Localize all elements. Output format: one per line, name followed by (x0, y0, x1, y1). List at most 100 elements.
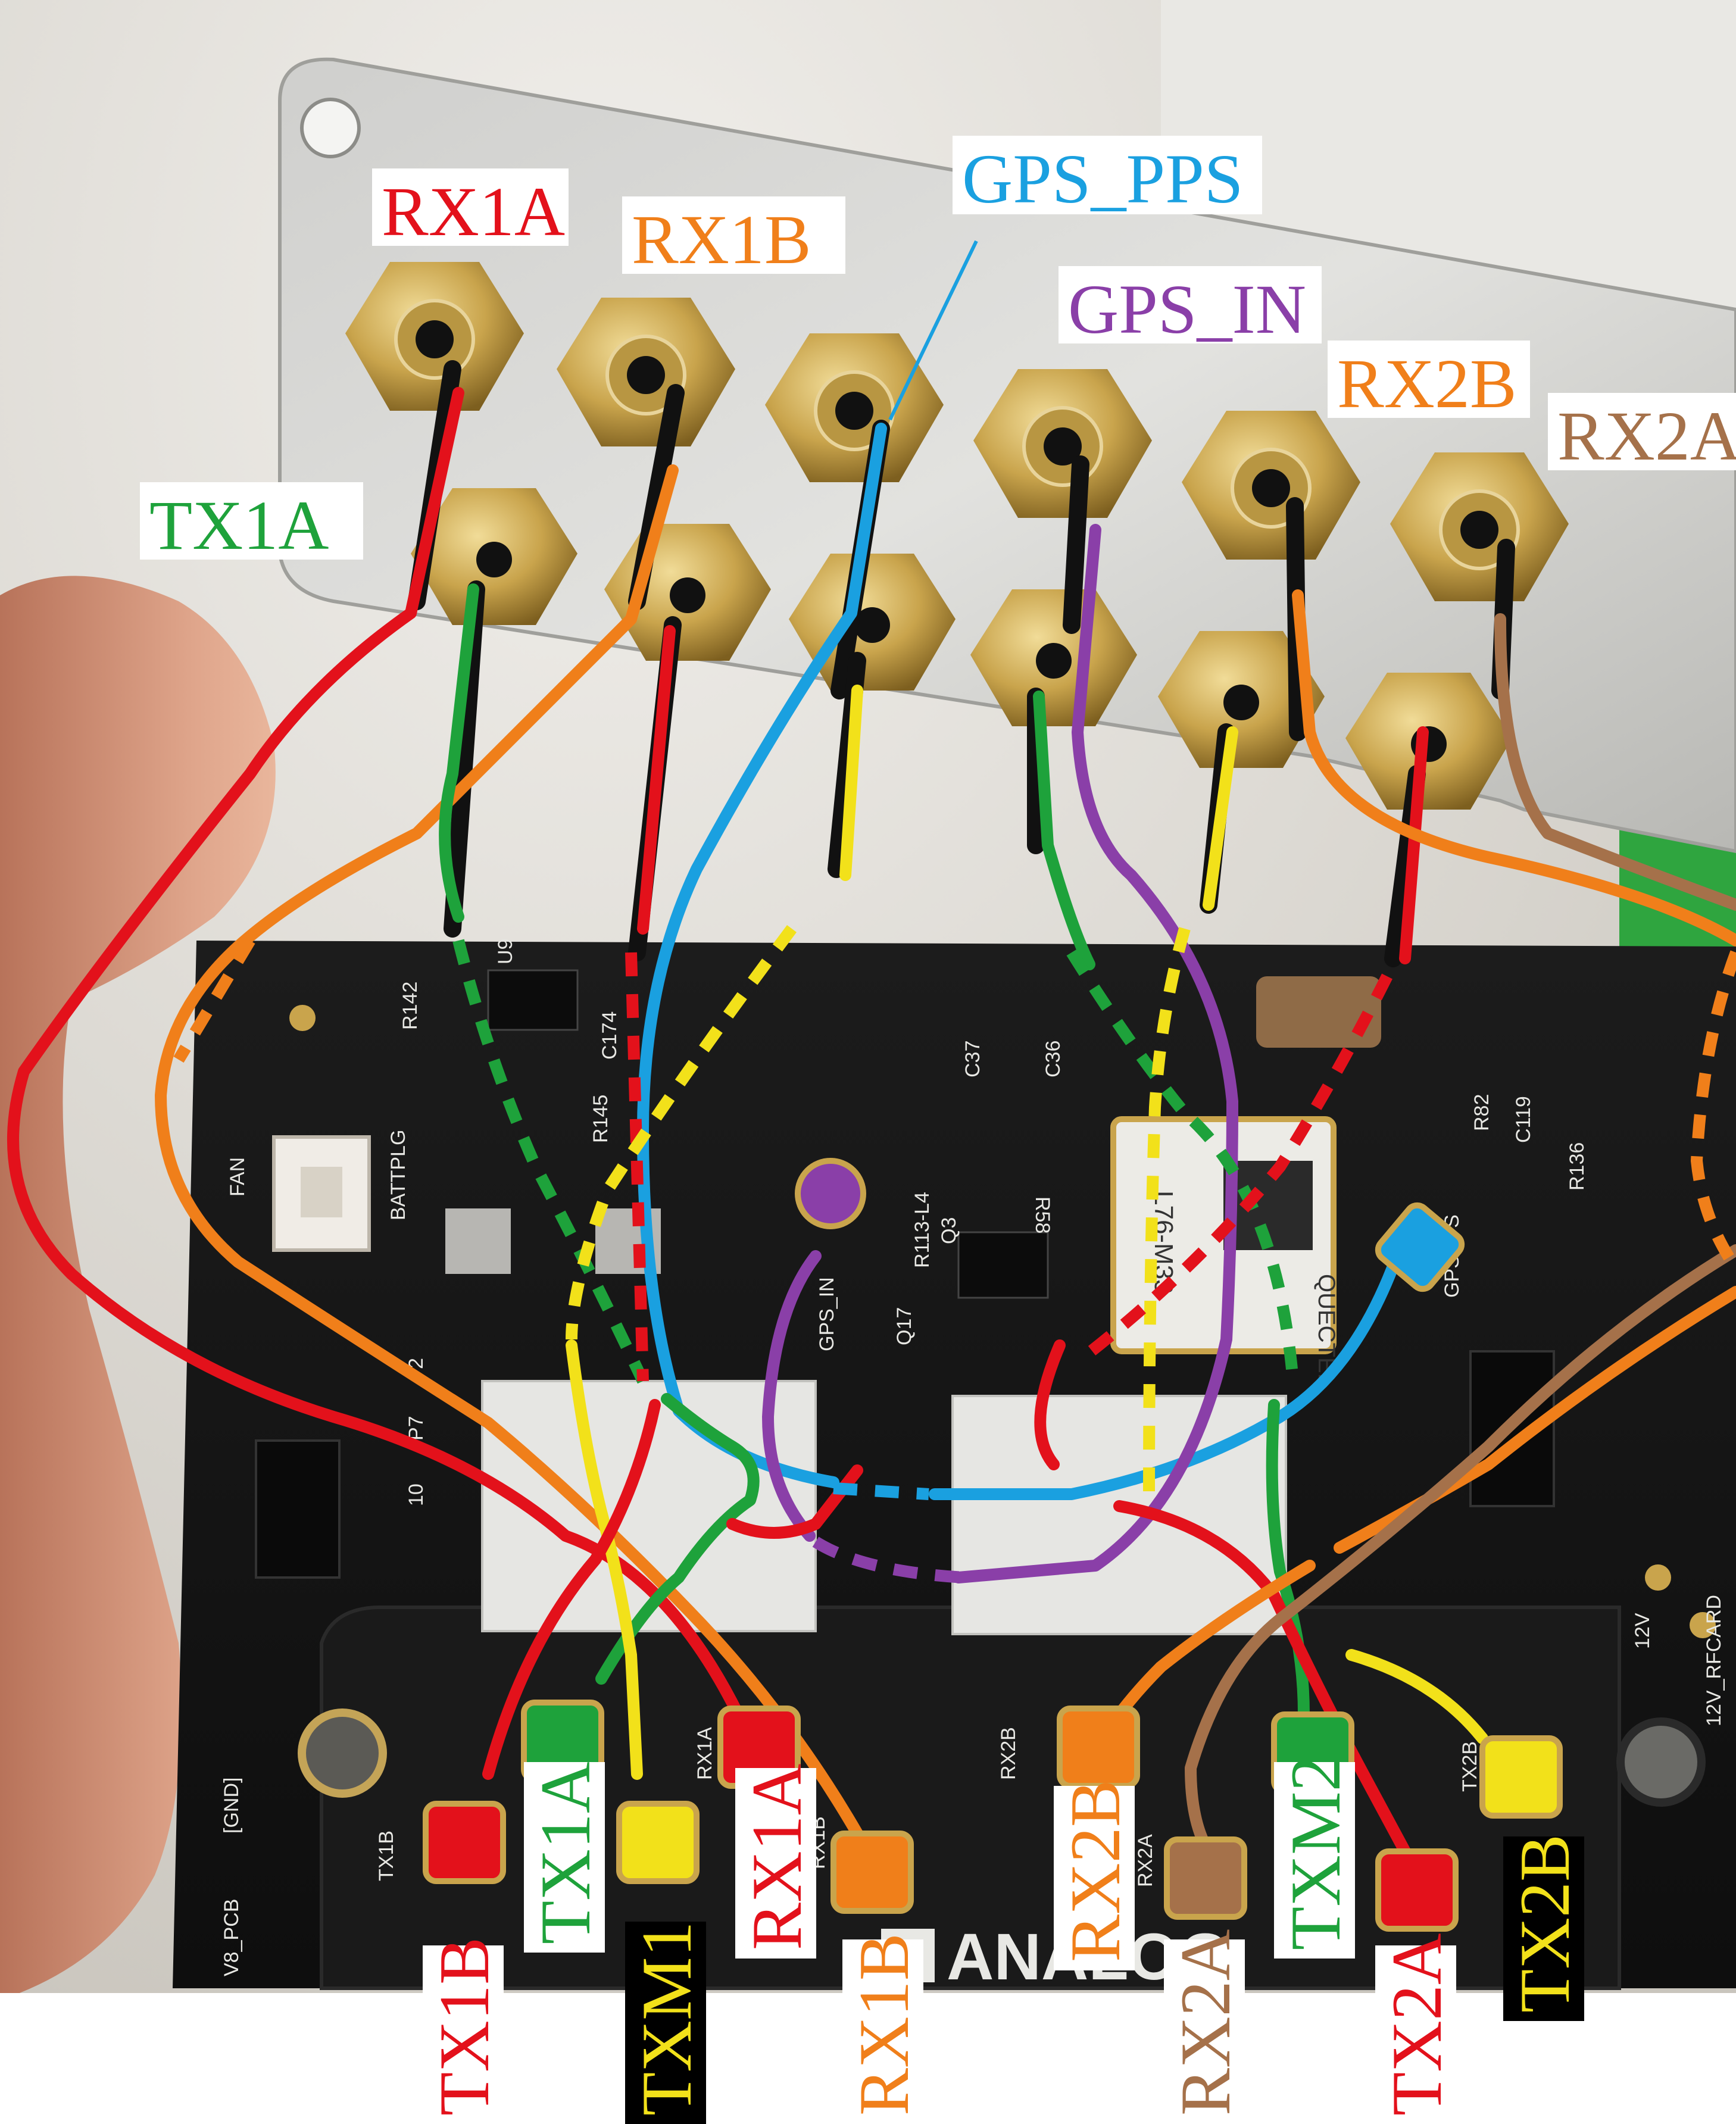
cable-tx1b-end (482, 1399, 661, 1780)
cable-rx1b (155, 464, 863, 1839)
dash-txm2 (1066, 949, 1298, 1370)
cable-rx2b (1292, 589, 1736, 947)
ufl-rx2b (1057, 1706, 1140, 1789)
smd-pad (445, 1208, 511, 1274)
silk-12v: 12V (1631, 1613, 1654, 1649)
silk-gps-in: GPS_IN (816, 1277, 838, 1351)
silk-fan: FAN (226, 1157, 249, 1197)
board-label-tx1b-text: TX1B (424, 1937, 504, 2116)
label-rx1b: RX1B (622, 196, 845, 275)
label-rx1b-text: RX1B (632, 201, 811, 279)
dash-tx1b (625, 952, 649, 1382)
dash-gps-pps (833, 1482, 929, 1500)
cable-rx1a (7, 387, 744, 1720)
label-rx2a: RX2A (1548, 393, 1736, 471)
cable-txm1-end (566, 1339, 643, 1780)
silk-q3: Q3 (938, 1217, 960, 1244)
silk-rx1a: RX1A (694, 1727, 716, 1780)
ufl-rx1b (830, 1831, 914, 1914)
ufl-rx2a (1164, 1836, 1247, 1920)
silk-r142: R142 (399, 982, 421, 1030)
cable-rx2a (1494, 613, 1736, 911)
board-label-tx2b-text: TX2B (1505, 1834, 1584, 2013)
cable-tx2b-end (1345, 1649, 1488, 1744)
ufl-tx2b (1479, 1735, 1563, 1819)
fan-connector-slot (301, 1167, 342, 1217)
label-gps-in-text: GPS_IN (1068, 270, 1306, 348)
label-gps-in: GPS_IN (1059, 266, 1322, 345)
cable-rx2b-right (1334, 1286, 1736, 1554)
cable-txm1 (839, 685, 863, 881)
sma-connector (557, 298, 735, 446)
board-label-tx2b: TX2B (1503, 1834, 1584, 2021)
ic-u9 (487, 969, 579, 1031)
board-label-tx1a-text: TX1A (526, 1761, 605, 1944)
label-rx2b-text: RX2B (1337, 345, 1517, 423)
board-label-txm1-text: TXM1 (627, 1921, 706, 2116)
dash-tx2a (1079, 973, 1392, 1362)
ic-q3 (957, 1231, 1049, 1299)
gps-pps-leader-line (888, 240, 978, 421)
board-label-tx2a-text: TX2A (1377, 1933, 1456, 2116)
ufl-connectors (423, 1158, 1563, 1932)
board-label-tx1b: TX1B (423, 1937, 504, 2124)
pcb-hole (1616, 1717, 1706, 1807)
cable-rx2a-end (1185, 1244, 1736, 1857)
silk-c37: C37 (961, 1041, 984, 1077)
sma-connector (789, 554, 956, 691)
shield-can (951, 1395, 1287, 1635)
board-label-txm1: TXM1 (625, 1921, 706, 2124)
ufl-txm1 (616, 1801, 700, 1884)
panel-mount-hole (300, 98, 361, 158)
silk-c36: C36 (1042, 1041, 1064, 1077)
silk-tx2b: TX2B (1459, 1741, 1481, 1792)
label-tx1a: TX1A (140, 482, 363, 561)
ufl-gps-pps (1375, 1202, 1465, 1292)
sma-connector (1158, 631, 1325, 768)
silk-c174: C174 (598, 1011, 621, 1060)
silk-batt: BATTPLG (387, 1130, 410, 1220)
cable-tx2b (1203, 726, 1238, 911)
board-label-rx2a-text: RX2A (1166, 1929, 1245, 2116)
silk-u9: U9 (494, 939, 517, 964)
label-rx1a: RX1A (372, 168, 569, 247)
hand (0, 576, 276, 2001)
board-label-rx1a: RX1A (735, 1764, 816, 1959)
board-label-txm2: TXM2 (1274, 1756, 1355, 1959)
silk-tx1b: TX1B (375, 1831, 398, 1881)
cable-overlays (7, 387, 1736, 1857)
silk-r113: R113-L4 (911, 1192, 933, 1268)
sma-connector (1390, 452, 1569, 601)
cable-gps-pps-end (929, 1244, 1405, 1500)
board-label-tx1a: TX1A (524, 1761, 605, 1953)
cable-txm2 (1033, 691, 1095, 970)
silk-rx2b: RX2B (997, 1727, 1020, 1780)
label-rx2b: RX2B (1328, 341, 1530, 419)
silk-r82: R82 (1470, 1094, 1493, 1131)
cable-txm2-end (1266, 1399, 1310, 1720)
board-label-rx2b-text: RX2B (1056, 1779, 1135, 1962)
label-rx1a-text: RX1A (382, 173, 566, 251)
ufl-tx2a (1375, 1848, 1459, 1932)
silk-rx2a: RX2A (1134, 1834, 1157, 1887)
pcb-via (1645, 1564, 1671, 1591)
label-tx1a-text: TX1A (149, 486, 329, 564)
cable-red-mid (726, 1464, 863, 1539)
silk-pcb-gnd: [GND] (220, 1778, 243, 1833)
sma-connector (970, 589, 1137, 726)
silk-j10: 10 (405, 1483, 427, 1506)
silk-rfcard: 12V_RFCARD (1703, 1595, 1725, 1726)
board-label-txm2-text: TXM2 (1276, 1756, 1355, 1950)
dash-gps-in (812, 1536, 965, 1583)
board-label-rx2b: RX2B (1054, 1779, 1135, 1970)
board-label-rx1b: RX1B (842, 1933, 923, 2124)
cable-tx1b (637, 625, 676, 935)
dashed-cables (173, 925, 1736, 1583)
sma-connector (411, 488, 577, 625)
pcb-hole (298, 1708, 387, 1798)
label-gps-pps-text: GPS_PPS (962, 140, 1244, 218)
board-label-rx1a-text: RX1A (737, 1763, 816, 1950)
capacitor (1256, 976, 1381, 1048)
dash-rx1b (173, 937, 255, 1063)
